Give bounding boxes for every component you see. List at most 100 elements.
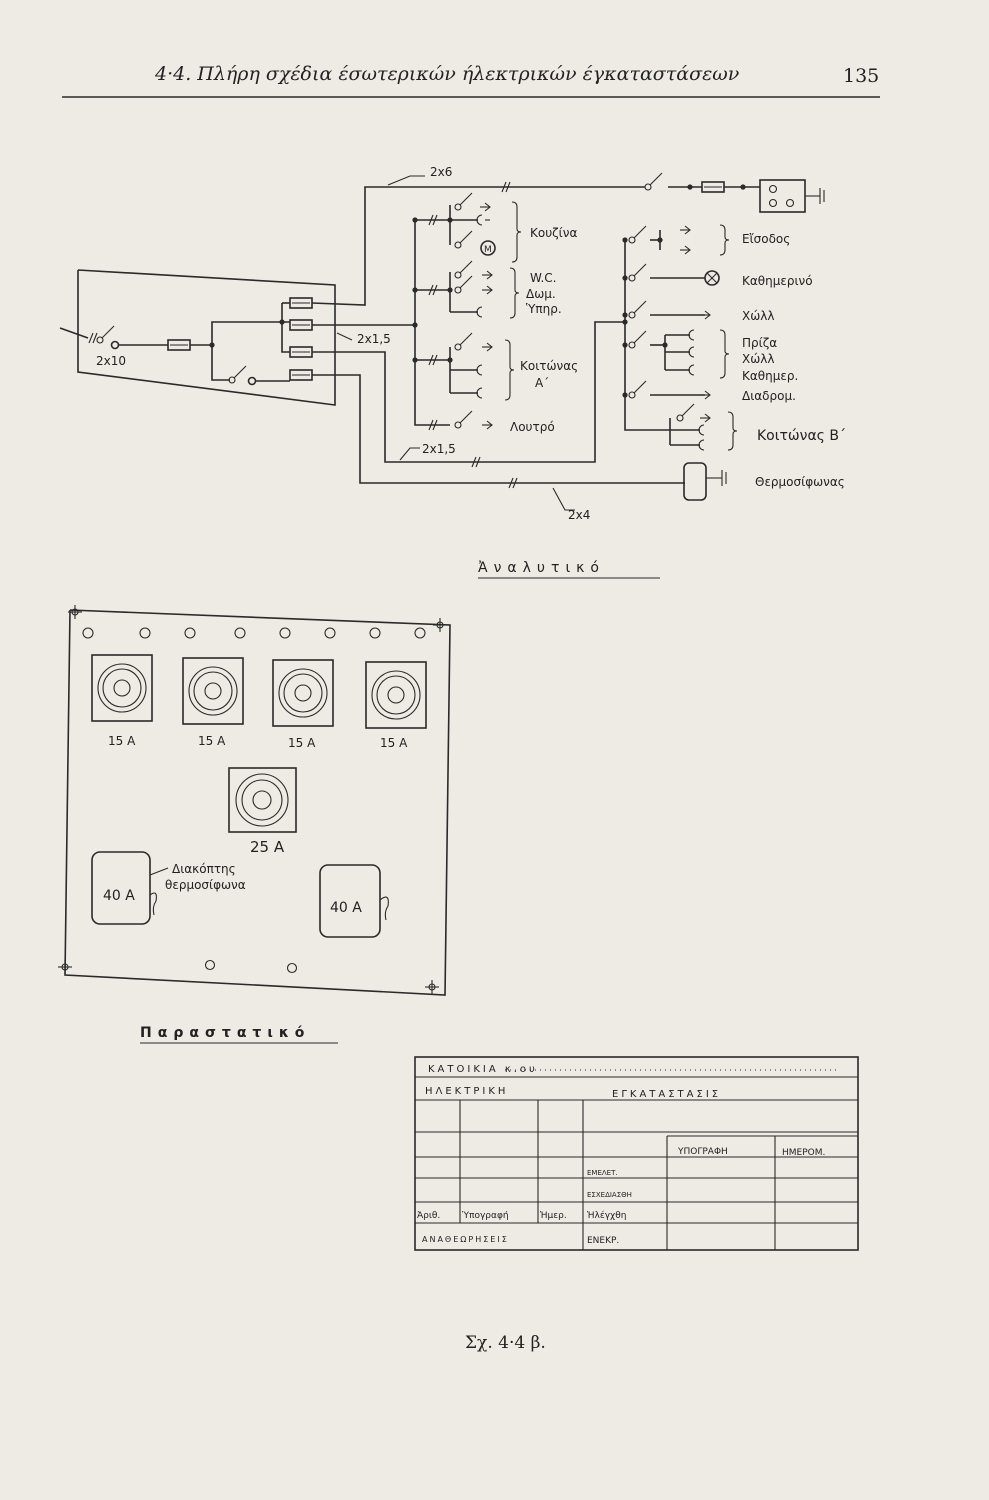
schematic-title: Ἀναλυτικό: [478, 560, 605, 576]
lighting-bus-right: [624, 240, 670, 431]
switch-contact: [628, 236, 636, 244]
socket-icon: [688, 364, 695, 376]
switch-40a-2: [319, 864, 381, 938]
junction-dot: [412, 287, 418, 293]
conductor-tick: [432, 419, 438, 431]
junction-dot: [622, 237, 628, 243]
breaker-15a-3: [272, 659, 334, 727]
switch-lever-icon: [633, 263, 647, 277]
switch-lever-icon: [633, 300, 647, 314]
incoming-cable: [59, 327, 89, 339]
switch-lever-icon: [459, 275, 473, 289]
conductor-tick: [501, 181, 507, 193]
switch-lever-icon: [459, 230, 473, 244]
label-water-heater: Θερμοσίφωνας: [755, 475, 845, 489]
switch-contact: [454, 241, 462, 249]
breaker-label-4: 15 A: [380, 736, 408, 750]
conductor-tick: [432, 214, 438, 226]
switch-contact: [628, 274, 636, 282]
terminal-hole-icon: [369, 627, 381, 639]
switch-contact: [454, 271, 462, 279]
lamp-icon: [704, 390, 711, 400]
lamp-cross: [706, 272, 718, 284]
water-heater-icon: [683, 462, 707, 501]
cable-label-2x6: 2x6: [430, 165, 452, 179]
contact-circle: [110, 340, 120, 350]
conductor-tick: [508, 477, 514, 489]
analytical-schematic: M: [59, 172, 825, 511]
terminal-hole-icon: [139, 627, 151, 639]
wire: [211, 321, 290, 345]
switch-contact: [676, 414, 684, 422]
contact-circle: [247, 376, 257, 386]
switch-lever-icon: [459, 192, 473, 206]
conductor-tick: [471, 456, 477, 468]
switch-lever-icon: [633, 330, 647, 344]
brace: [719, 224, 730, 256]
lamp-icon: [486, 285, 493, 295]
motor-icon: [480, 240, 496, 256]
terminal-hole-icon: [286, 962, 298, 974]
leader: [336, 332, 353, 341]
conductor-tick: [88, 332, 94, 344]
breaker-label-3: 15 A: [288, 736, 316, 750]
cable-label-2x4: 2x4: [568, 508, 590, 522]
breaker-knob: [102, 668, 142, 708]
switch-lever-icon: [459, 332, 473, 346]
breaker-knob: [188, 666, 238, 716]
junction-dot: [622, 319, 628, 325]
switch-contact: [454, 343, 462, 351]
socket-icon: [476, 364, 483, 376]
breaker-knob: [235, 773, 289, 827]
running-title: 4·4. Πλήρη σχέδια έσωτερικών ήλεκτρικών …: [154, 63, 740, 85]
label-wc: W.C.: [530, 271, 557, 285]
socket-icon: [698, 439, 705, 451]
junction-dot: [412, 357, 418, 363]
terminal-hole-icon: [204, 959, 216, 971]
junction-dot: [622, 342, 628, 348]
breaker-knob: [387, 686, 405, 704]
lamp-icon: [684, 225, 691, 235]
label-bedroom-a: Κοιτώνας: [520, 359, 578, 373]
breaker-knob: [371, 670, 421, 720]
breaker-knob: [193, 671, 233, 711]
conductor-tick: [428, 419, 434, 431]
main-breaker-label: 25 A: [250, 838, 285, 856]
conductor-tick: [428, 354, 434, 366]
tb-installation: ΕΓΚΑΤΑΣΤΑΣΙΣ: [612, 1089, 721, 1100]
conductor-tick: [475, 456, 481, 468]
switch-label-1: 40 A: [103, 888, 135, 904]
label-wc-service: Ὑπηρ.: [526, 302, 562, 316]
switch-contact: [628, 391, 636, 399]
breaker-knob: [113, 679, 131, 697]
cable-label-2x1-5: 2x1,5: [357, 332, 391, 346]
heater-switch-label-2: θερμοσίφωνα: [165, 878, 246, 892]
breaker-knob: [283, 673, 323, 713]
label-living: Καθημερινό: [742, 274, 813, 288]
tb-checked: Ἠλέγχθη: [587, 1210, 626, 1221]
terminal-hole-icon: [184, 627, 196, 639]
leader: [387, 175, 425, 186]
breaker-15a-2: [182, 657, 244, 725]
junction-dot: [622, 392, 628, 398]
breaker-knob: [294, 684, 312, 702]
junction-dot: [687, 184, 693, 190]
switch-lever-icon: [101, 325, 115, 339]
switch-label-2: 40 A: [330, 900, 362, 916]
label-socket: Πρίζα: [742, 336, 777, 350]
switch-40a-1: [91, 851, 151, 925]
breaker-label-1: 15 A: [108, 734, 136, 748]
terminal-hole-icon: [82, 627, 94, 639]
brace: [511, 201, 522, 263]
breaker-15a-1: [91, 654, 153, 722]
label-corridor: Διαδρομ.: [742, 389, 796, 403]
junction-dot: [622, 275, 628, 281]
figure-caption: Σχ. 4·4 β.: [465, 1333, 546, 1353]
cooker-outlet-box: [759, 179, 806, 213]
label-kitchen: Κουζίνα: [530, 226, 577, 240]
title-block-frame: [414, 1056, 859, 1251]
lamp-icon: [684, 245, 691, 255]
feeder-2x4: [312, 374, 685, 484]
label-wc-room: Δωμ.: [526, 287, 556, 301]
switch-lever-icon: [459, 260, 473, 274]
